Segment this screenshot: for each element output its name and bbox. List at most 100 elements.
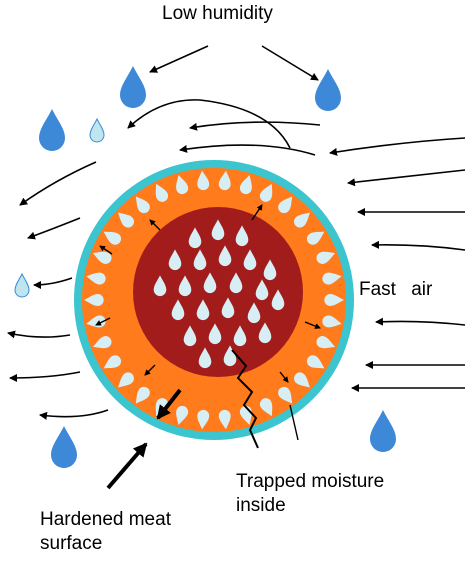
airflow-arrow — [7, 330, 71, 339]
outside-droplets — [14, 66, 396, 468]
water-drop-icon — [218, 409, 231, 430]
water-drop-icon — [263, 259, 277, 281]
water-drop-icon — [89, 117, 105, 143]
water-drop-icon — [118, 372, 134, 388]
water-drop-icon — [258, 322, 272, 344]
airflow-arrow — [329, 137, 466, 156]
hardened-surface-line1: Hardened meat — [40, 509, 171, 530]
trapped-moisture-label: Trapped moisture inside — [236, 470, 384, 518]
water-drop-icon — [211, 219, 225, 241]
rim-droplets — [84, 170, 344, 430]
hardened-surface-label: Hardened meat surface — [40, 508, 171, 556]
trapped-moisture-line2: inside — [236, 494, 286, 516]
water-drop-icon — [39, 109, 65, 151]
airflow-arrow — [189, 121, 321, 131]
migration-arrow — [251, 204, 263, 221]
water-drop-icon — [278, 196, 293, 214]
water-drop-icon — [278, 386, 293, 404]
surface-callout-arrow — [106, 442, 148, 490]
airflow-arrow — [19, 161, 97, 206]
water-drop-icon — [135, 386, 150, 404]
airflow-arrow — [33, 277, 73, 289]
moisture-migration-arrows — [95, 204, 321, 383]
water-drop-icon — [271, 289, 285, 311]
water-drop-icon — [118, 212, 134, 228]
water-drop-icon — [306, 355, 325, 369]
water-drop-icon — [259, 398, 273, 417]
water-drop-icon — [203, 272, 217, 294]
water-drop-icon — [294, 372, 310, 388]
low-humidity-label: Low humidity — [162, 3, 273, 24]
water-drop-icon — [176, 175, 189, 195]
water-drop-icon — [103, 355, 122, 369]
water-drop-icon — [239, 175, 252, 195]
water-drop-icon — [197, 170, 210, 191]
water-drop-icon — [103, 231, 122, 245]
airflow-arrow — [27, 217, 81, 240]
water-drop-icon — [155, 183, 169, 202]
water-drop-icon — [255, 279, 269, 301]
airflow-arrow — [179, 144, 316, 156]
airflow-arrow — [375, 317, 466, 326]
water-drop-icon — [183, 325, 197, 347]
water-drop-icon — [233, 325, 247, 347]
core-droplets — [153, 219, 285, 369]
migration-arrow — [99, 245, 113, 255]
water-drop-icon — [14, 272, 30, 298]
trapped-moisture-line1: Trapped moisture — [236, 471, 385, 492]
water-drop-icon — [92, 251, 112, 264]
water-drop-icon — [197, 409, 210, 430]
water-drop-icon — [193, 249, 207, 271]
water-drop-icon — [86, 272, 106, 285]
airflow-arrow — [347, 169, 466, 187]
airflow-arrow — [127, 99, 291, 149]
migration-arrow — [95, 317, 111, 326]
hardened-surface-line2: surface — [40, 532, 103, 554]
water-drop-icon — [243, 249, 257, 271]
water-drop-icon — [120, 66, 146, 108]
water-drop-icon — [294, 212, 310, 228]
airflow-arrow — [371, 240, 466, 251]
water-drop-icon — [178, 275, 192, 297]
water-drop-icon — [92, 336, 112, 349]
water-drop-icon — [247, 302, 261, 324]
trapped-moisture-zigzag — [231, 349, 259, 449]
water-drop-icon — [218, 245, 232, 267]
airflow-arrow — [39, 409, 109, 420]
trapped-moisture-pointer — [289, 404, 299, 441]
water-drop-icon — [223, 345, 237, 367]
migration-arrow — [279, 371, 289, 383]
water-drop-icon — [188, 227, 202, 249]
meat-cross-section — [74, 160, 354, 440]
migration-arrow — [144, 364, 156, 376]
water-drop-icon — [208, 323, 222, 345]
water-drop-icon — [196, 299, 210, 321]
water-drop-icon — [316, 336, 336, 349]
water-drop-icon — [51, 426, 77, 468]
water-drop-icon — [135, 196, 150, 214]
water-drop-icon — [153, 275, 167, 297]
airflow-arrow — [9, 371, 81, 382]
water-drop-icon — [316, 251, 336, 264]
water-drop-icon — [229, 272, 243, 294]
migration-arrow — [304, 321, 321, 329]
fast-air-label: Fast air — [359, 279, 433, 300]
water-drop-icon — [168, 249, 182, 271]
migration-arrow — [149, 219, 161, 231]
water-drop-icon — [322, 272, 342, 285]
surface-arrow — [156, 388, 182, 420]
humidity-arrows — [149, 45, 319, 81]
water-drop-icon — [84, 294, 104, 306]
water-drop-icon — [306, 231, 325, 245]
water-drop-icon — [221, 297, 235, 319]
water-drop-icon — [198, 347, 212, 369]
water-drop-icon — [218, 170, 231, 191]
water-drop-icon — [315, 69, 341, 111]
water-drop-icon — [176, 405, 189, 425]
water-drop-icon — [171, 299, 185, 321]
water-drop-icon — [324, 294, 344, 306]
airflow-arrows — [7, 99, 466, 420]
humidity-arrow — [149, 45, 209, 73]
